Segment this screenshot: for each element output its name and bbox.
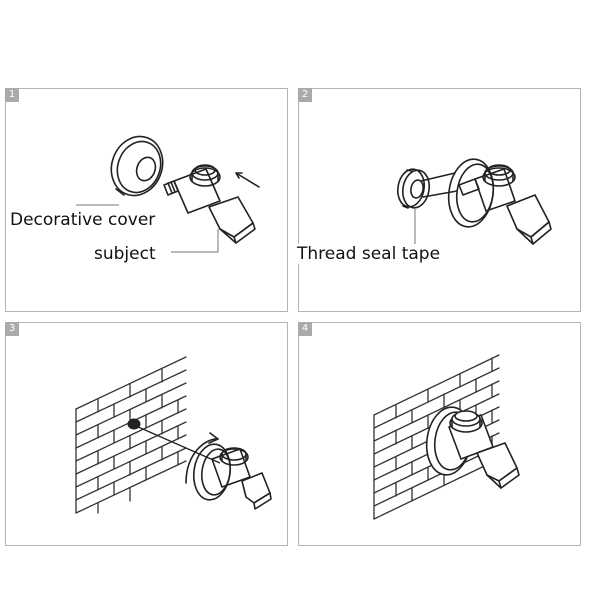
valve-body-drawing	[163, 164, 256, 244]
step-panel-3: 3	[5, 322, 288, 546]
step-4-illustration	[373, 354, 520, 520]
rotation-arrow	[185, 438, 219, 484]
thread-seal-tape-drawing	[396, 168, 431, 209]
direction-arrow	[235, 172, 260, 188]
valve-assembly-drawing	[447, 158, 552, 245]
step-1-illustration	[76, 135, 260, 253]
brick-wall-drawing	[75, 356, 187, 514]
decorative-cover-label: Decorative cover	[9, 210, 157, 230]
step-number-badge: 2	[298, 88, 312, 102]
step-panel-2: 2	[296, 88, 581, 312]
step-number-badge: 1	[5, 88, 19, 102]
step-number-badge: 3	[5, 322, 19, 336]
step-2-illustration	[385, 158, 552, 247]
valve-installed-drawing	[425, 406, 520, 489]
subject-label: subject	[93, 244, 157, 264]
step-3-illustration	[75, 356, 272, 514]
thread-seal-tape-label: Thread seal tape	[296, 244, 442, 264]
step-panel-4: 4	[298, 322, 581, 546]
step-number-badge: 4	[298, 322, 312, 336]
valve-assembly-drawing	[192, 443, 272, 510]
decorative-cover-drawing	[110, 135, 164, 197]
tape-strip	[420, 172, 458, 198]
step-panel-1: 1	[5, 88, 288, 312]
